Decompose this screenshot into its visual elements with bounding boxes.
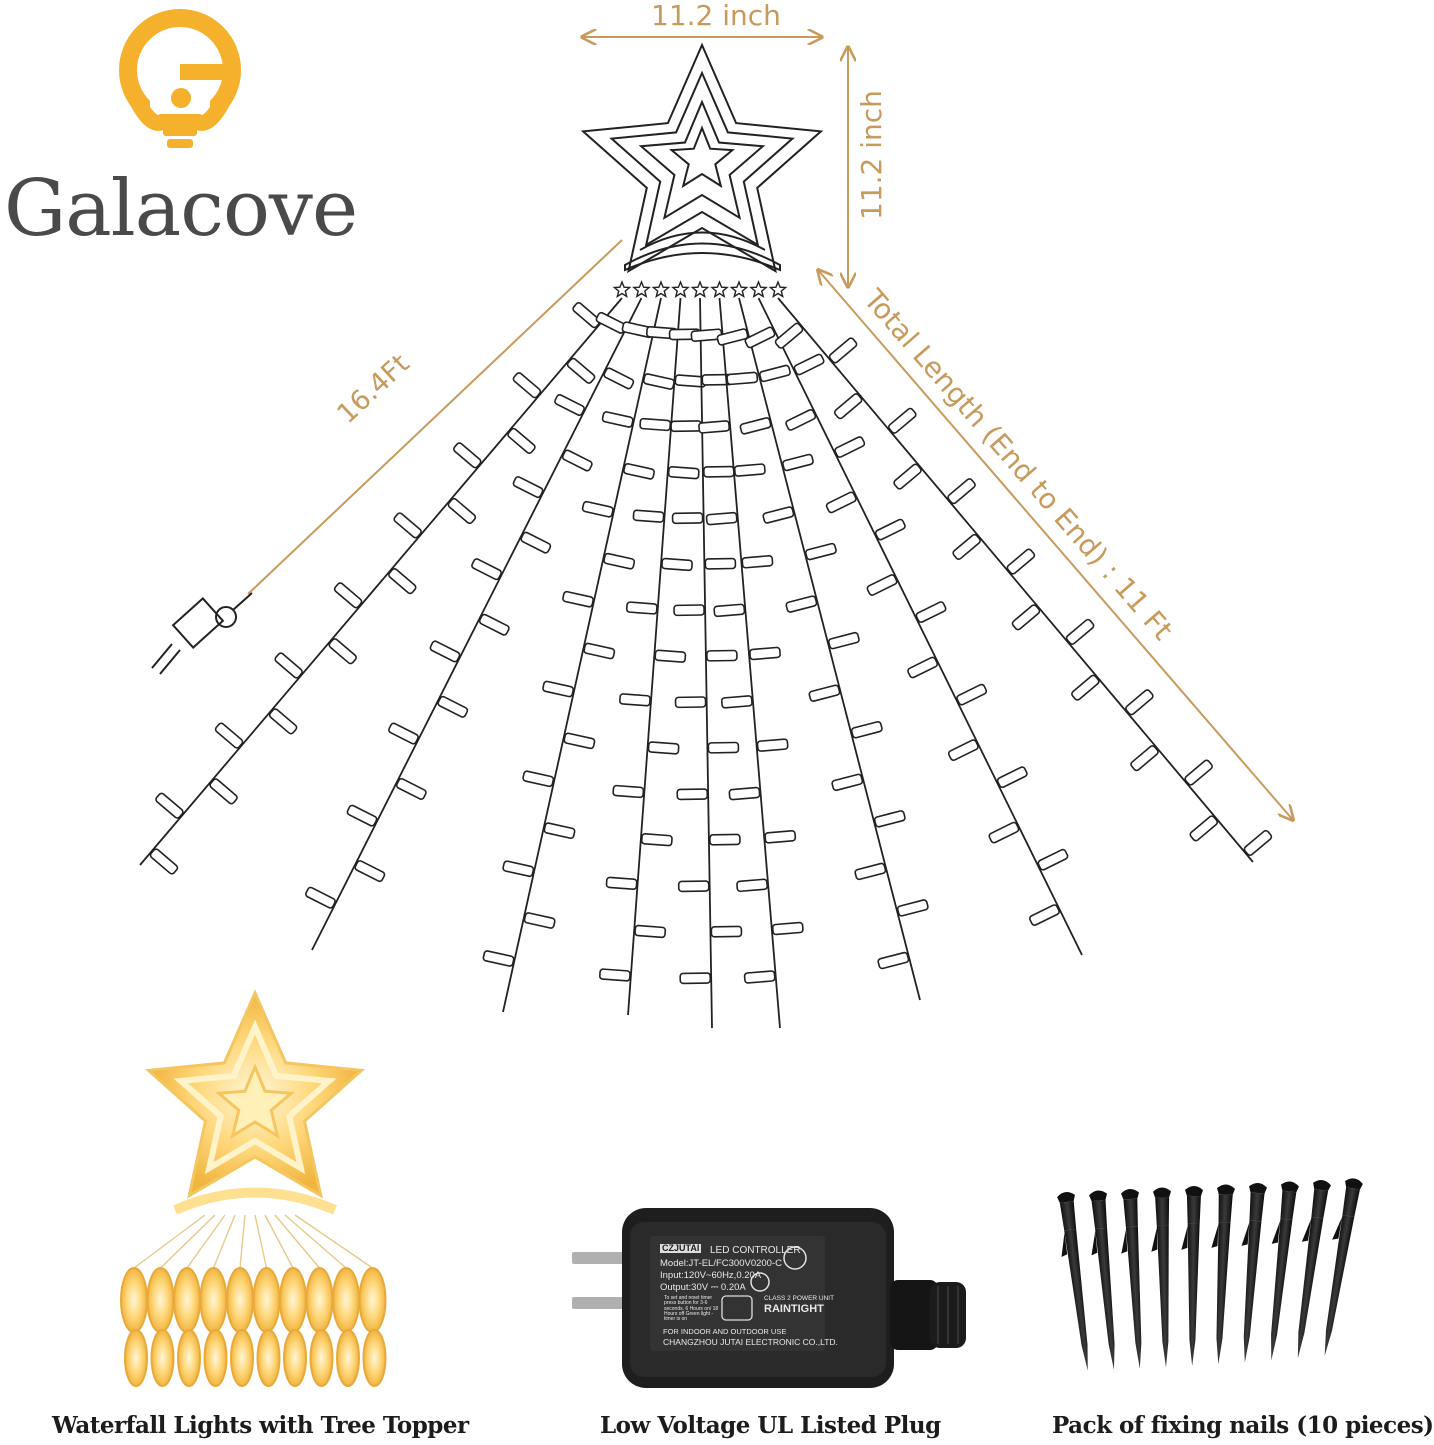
dimension-lines xyxy=(247,37,1293,820)
ground-stake-icon xyxy=(1057,1178,1363,1371)
product-diagram xyxy=(119,9,1363,1388)
caption-waterfall-lights: Waterfall Lights with Tree Topper xyxy=(52,1412,469,1439)
plug-timer-note: To set and reset timer press button for … xyxy=(664,1295,719,1322)
width-label: 11.2 inch xyxy=(651,0,781,32)
plug-title-label: LED CONTROLLER xyxy=(710,1245,801,1256)
brand-name: Galacove xyxy=(4,164,358,254)
star-topper-outline xyxy=(580,42,824,299)
plug-brand-label: CZJUTAI xyxy=(660,1243,702,1254)
plug-raintight-label: RAINTIGHT xyxy=(764,1303,824,1315)
caption-nails: Pack of fixing nails (10 pieces) xyxy=(1052,1412,1434,1439)
star-topper-lights-icon xyxy=(120,989,387,1387)
height-label: 11.2 inch xyxy=(855,90,888,220)
plug-input-label: Input:120V~60Hz,0.20A xyxy=(660,1270,762,1281)
plug-class-label: CLASS 2 POWER UNIT xyxy=(764,1295,835,1302)
waterfall-strands xyxy=(139,297,1273,1029)
plug-maker-label: CHANGZHOU JUTAI ELECTRONIC CO.,LTD. xyxy=(663,1337,838,1347)
plug-output-label: Output:30V ⎓ 0.20A xyxy=(660,1282,746,1293)
plug-connector-icon xyxy=(151,592,253,675)
plug-use-label: FOR INDOOR AND OUTDOOR USE xyxy=(663,1327,787,1336)
caption-plug: Low Voltage UL Listed Plug xyxy=(600,1412,941,1439)
plug-model-label: Model:JT-EL/FC300V0200-C xyxy=(660,1258,782,1269)
lightbulb-g-icon xyxy=(119,9,241,148)
